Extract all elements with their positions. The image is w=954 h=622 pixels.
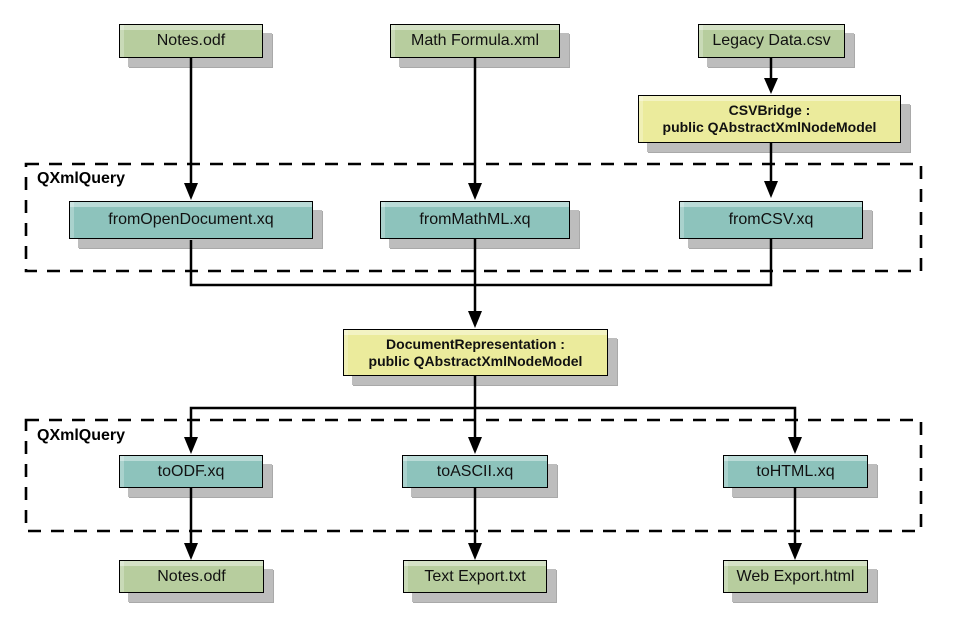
node-source-mathformula: Math Formula.xml <box>390 24 560 58</box>
node-output-notes: Notes.odf <box>119 560 264 593</box>
arrowhead-icon <box>184 437 198 454</box>
group-label-qxmlquery-output: QXmlQuery <box>37 427 126 444</box>
node-output-webexport: Web Export.html <box>723 560 868 593</box>
node-label: toHTML.xq <box>756 462 835 480</box>
node-to-html: toHTML.xq <box>723 455 868 488</box>
node-label-line1: DocumentRepresentation : <box>386 335 565 352</box>
node-label-line1: CSVBridge : <box>728 102 811 118</box>
node-from-opendocument: fromOpenDocument.xq <box>69 201 313 239</box>
node-label-line2: public QAbstractXmlNodeModel <box>368 352 583 369</box>
arrowhead-icon <box>764 78 778 94</box>
arrowhead-icon <box>468 543 482 560</box>
node-from-csv: fromCSV.xq <box>679 201 863 239</box>
node-label: Web Export.html <box>736 567 855 585</box>
node-to-ascii: toASCII.xq <box>402 455 548 488</box>
node-source-notes: Notes.odf <box>119 24 263 58</box>
branch-connector <box>184 375 802 454</box>
node-label: fromOpenDocument.xq <box>108 211 274 229</box>
node-label: toASCII.xq <box>436 462 514 480</box>
node-output-textexport: Text Export.txt <box>403 560 547 593</box>
group-label-qxmlquery-input: QXmlQuery <box>37 170 126 187</box>
merge-connector <box>189 238 773 328</box>
node-label: Math Formula.xml <box>410 32 540 50</box>
node-csvbridge-model: CSVBridge : public QAbstractXmlNodeModel <box>638 95 901 143</box>
node-label: fromCSV.xq <box>728 211 814 229</box>
arrowhead-icon <box>764 181 778 198</box>
arrowhead-icon <box>468 437 482 454</box>
node-label-line2: public QAbstractXmlNodeModel <box>662 119 877 135</box>
arrowhead-icon <box>468 311 482 328</box>
node-source-legacydata: Legacy Data.csv <box>698 24 845 58</box>
arrowhead-icon <box>468 183 482 200</box>
arrowhead-icon <box>184 543 198 560</box>
node-label: fromMathML.xq <box>419 211 531 229</box>
arrowhead-icon <box>788 543 802 560</box>
output-arrows <box>184 487 802 560</box>
node-to-odf: toODF.xq <box>119 455 263 488</box>
node-label: Legacy Data.csv <box>712 32 831 50</box>
node-label: Notes.odf <box>156 32 226 50</box>
node-label: Text Export.txt <box>424 567 526 585</box>
arrowhead-icon <box>184 183 198 200</box>
node-label: toODF.xq <box>157 462 225 480</box>
node-from-mathml: fromMathML.xq <box>380 201 570 239</box>
node-documentrepresentation-model: DocumentRepresentation : public QAbstrac… <box>343 329 608 376</box>
arrowhead-icon <box>788 437 802 454</box>
node-label: Notes.odf <box>157 567 226 585</box>
